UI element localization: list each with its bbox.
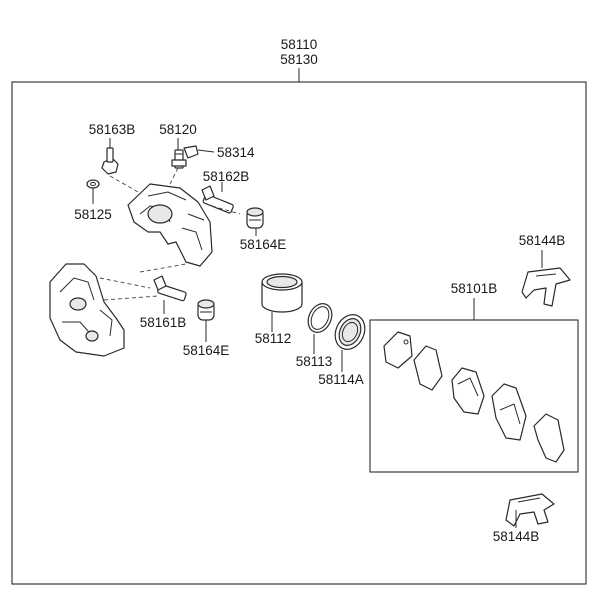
bleeder-screw[interactable]	[171, 149, 187, 169]
brake-pad-2[interactable]	[413, 345, 443, 391]
pad-spring-bottom[interactable]	[505, 493, 555, 527]
dash-line	[139, 263, 187, 273]
leader-line	[197, 149, 215, 153]
dash-line	[99, 277, 151, 289]
label-58112[interactable]: 58112	[255, 331, 292, 346]
label-58125[interactable]: 58125	[74, 207, 112, 222]
caliper-housing[interactable]	[127, 183, 213, 267]
dash-line	[103, 295, 159, 301]
brake-pad-3[interactable]	[451, 367, 485, 415]
brake-pad-1[interactable]	[383, 331, 413, 369]
dash-line	[109, 175, 139, 193]
assembly-code-top[interactable]: 58110	[281, 37, 318, 52]
brake-pad-4[interactable]	[491, 383, 527, 441]
label-58164E-upper[interactable]: 58164E	[240, 237, 287, 252]
assembly-code-bottom[interactable]: 58130	[280, 52, 318, 67]
label-58161B[interactable]: 58161B	[140, 315, 187, 330]
guide-pin-upper[interactable]	[201, 185, 234, 214]
bleeder-cap[interactable]	[183, 145, 199, 159]
dash-line	[211, 205, 241, 215]
label-58101B[interactable]: 58101B	[451, 281, 498, 296]
boot-lower[interactable]	[197, 299, 215, 321]
label-58120[interactable]: 58120	[159, 122, 197, 137]
guide-bolt-top[interactable]	[101, 147, 119, 175]
label-58164E-lower[interactable]: 58164E	[183, 343, 230, 358]
label-58162B[interactable]: 58162B	[203, 169, 250, 184]
guide-pin-lower[interactable]	[153, 275, 187, 302]
label-58114A[interactable]: 58114A	[318, 372, 364, 387]
label-58314[interactable]: 58314	[217, 145, 255, 160]
caliper-bracket[interactable]	[49, 263, 125, 357]
boot-upper[interactable]	[246, 207, 264, 229]
label-58163B[interactable]: 58163B	[89, 122, 136, 137]
brake-pad-5[interactable]	[533, 413, 565, 463]
label-58144B-upper[interactable]: 58144B	[519, 233, 566, 248]
label-58113[interactable]: 58113	[296, 354, 333, 369]
label-58144B-lower[interactable]: 58144B	[493, 529, 540, 544]
dash-line	[169, 167, 179, 185]
piston-seal[interactable]	[304, 300, 337, 336]
pad-spring-top[interactable]	[521, 267, 571, 307]
dust-boot[interactable]	[330, 310, 371, 354]
washer[interactable]	[86, 179, 100, 189]
piston[interactable]	[261, 273, 303, 313]
